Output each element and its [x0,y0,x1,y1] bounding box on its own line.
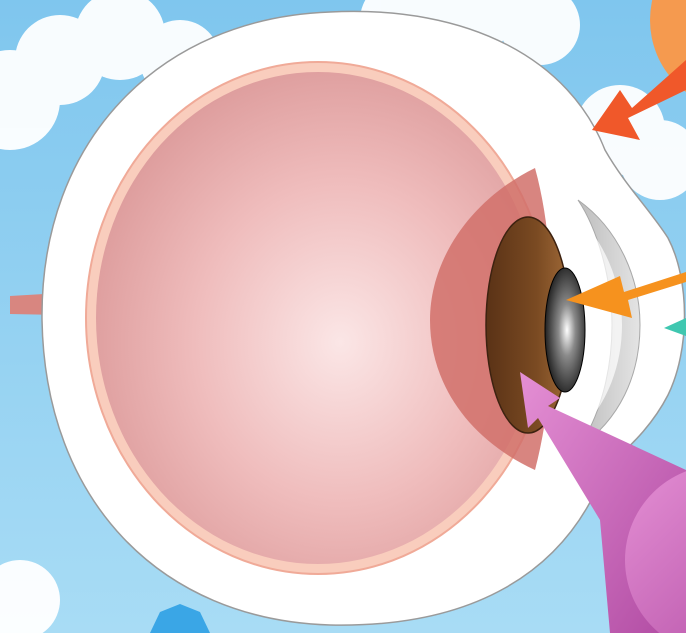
pupil-lens [545,268,585,392]
